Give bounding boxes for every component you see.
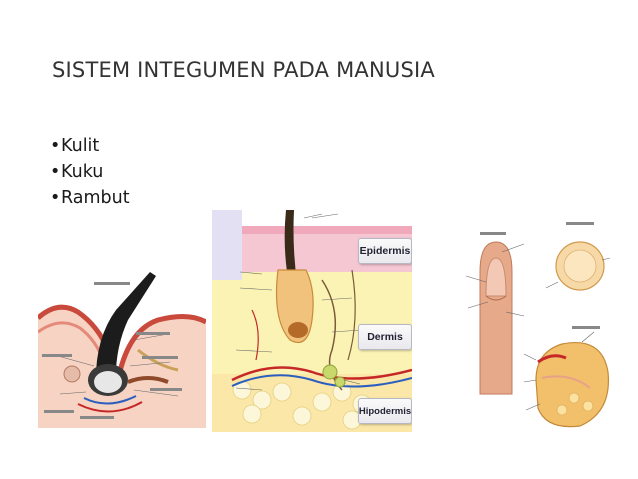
skin-layers-image: Epidermis Dermis Hipodermis: [212, 210, 412, 432]
hair-follicle-image: [38, 270, 206, 428]
bullet-text: Kulit: [61, 136, 100, 156]
bullet-text: Kuku: [61, 162, 104, 182]
bullet-item: •Kuku: [50, 159, 130, 185]
epidermis-label: Epidermis: [358, 238, 412, 264]
bullet-marker: •: [50, 162, 61, 182]
bullet-item: •Rambut: [50, 185, 130, 211]
bullet-marker: •: [50, 188, 61, 208]
nail-anatomy-image: [462, 212, 612, 434]
bullet-text: Rambut: [61, 188, 130, 208]
dermis-label: Dermis: [358, 324, 412, 350]
hipodermis-label: Hipodermis: [358, 398, 412, 424]
slide-title: SISTEM INTEGUMEN PADA MANUSIA: [52, 58, 435, 82]
bullet-list: •Kulit •Kuku •Rambut: [50, 133, 130, 211]
bullet-item: •Kulit: [50, 133, 130, 159]
bullet-marker: •: [50, 136, 61, 156]
